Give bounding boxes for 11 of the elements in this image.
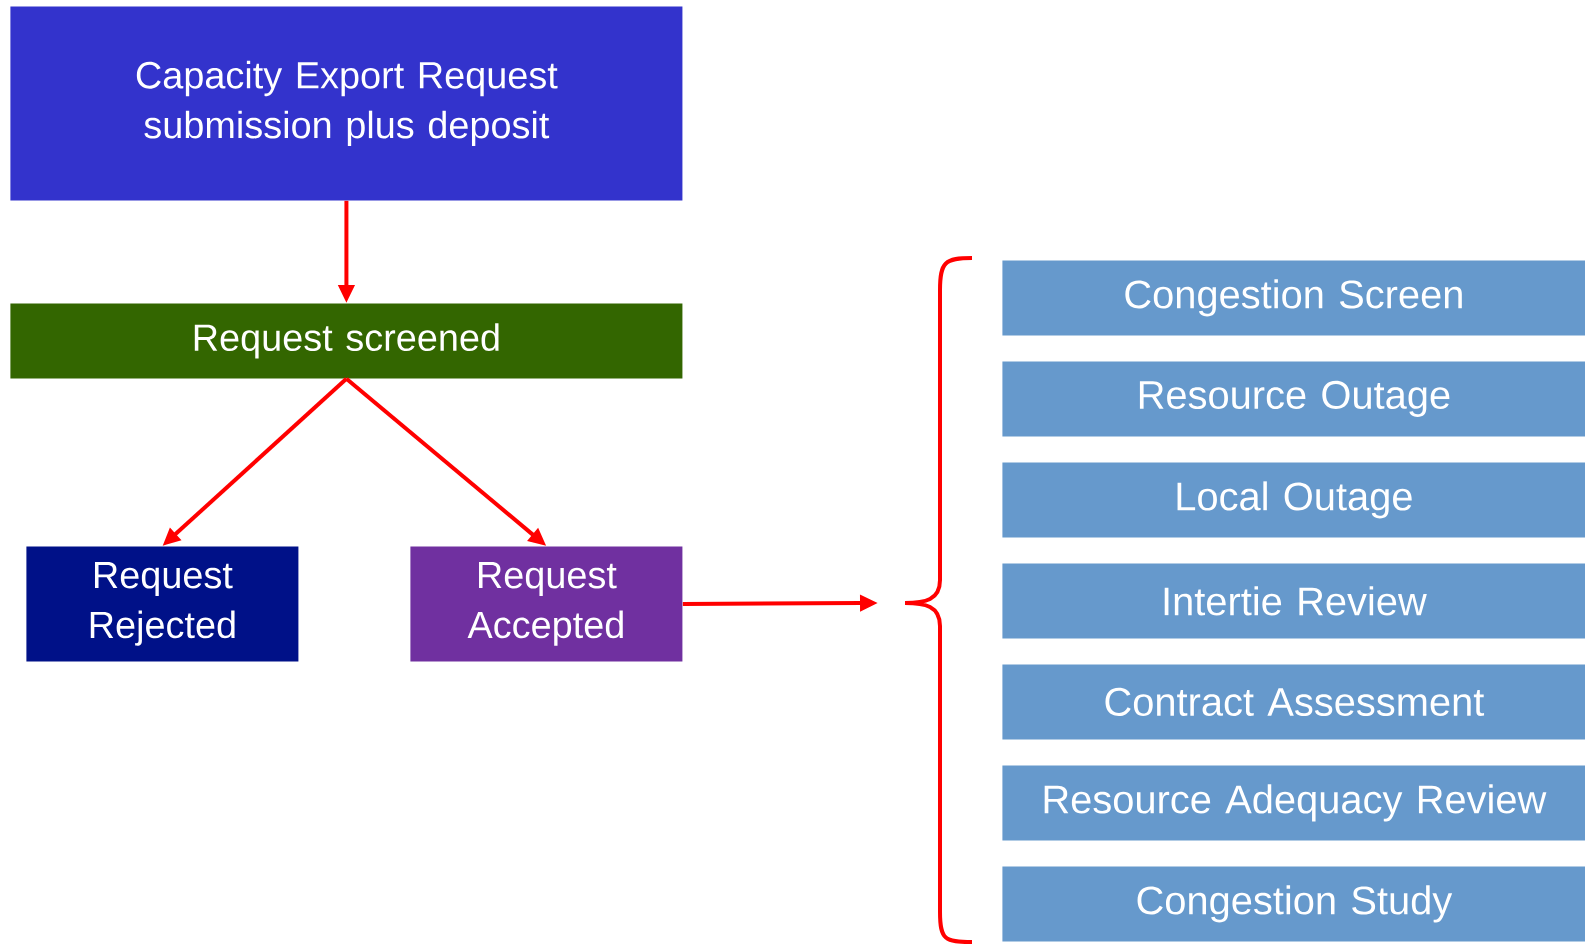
process-box: Congestion Screen [1002, 260, 1585, 336]
process-box: Request Rejected [26, 546, 299, 662]
process-box: Local Outage [1002, 462, 1585, 538]
process-box: Resource Outage [1002, 361, 1585, 437]
process-box: Contract Assessment [1002, 664, 1585, 740]
process-box: Request Accepted [410, 546, 683, 662]
process-box: Capacity Export Request submission plus deposit [10, 6, 683, 201]
process-box: Resource Adequacy Review [1002, 765, 1585, 841]
process-box: Request screened [10, 303, 683, 379]
process-box: Congestion Study [1002, 866, 1585, 942]
process-box: Intertie Review [1002, 563, 1585, 639]
